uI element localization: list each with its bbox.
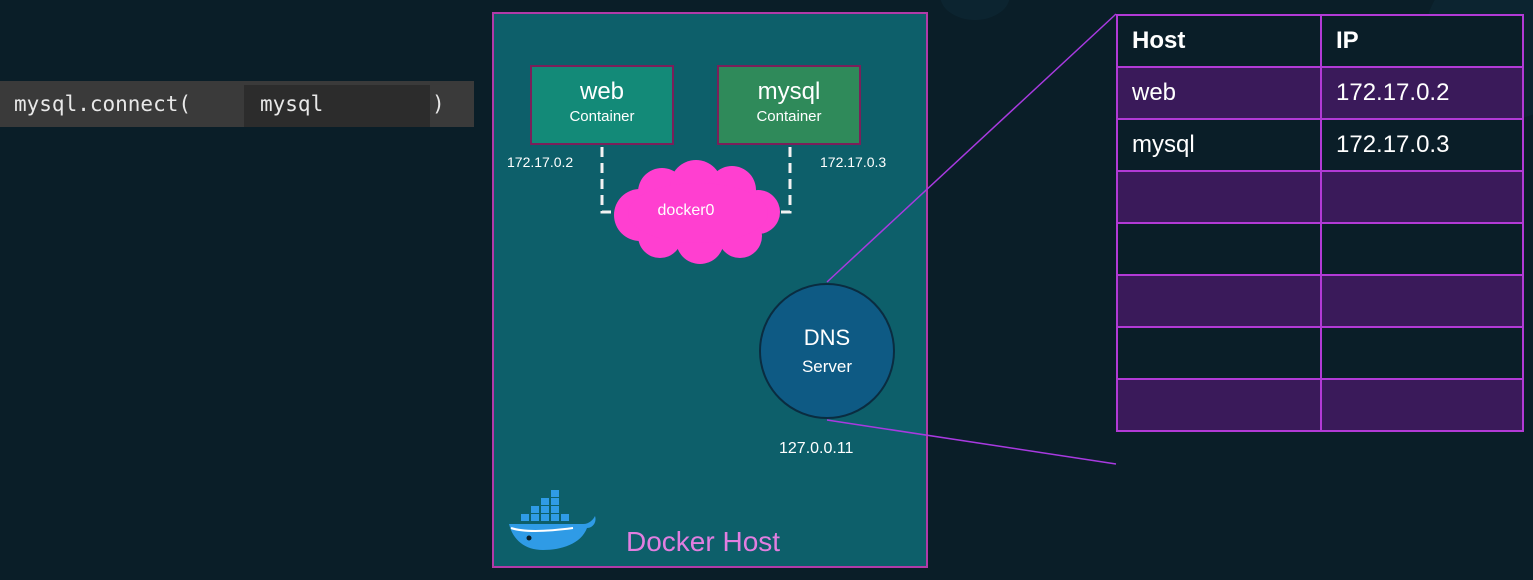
table-cell-ip [1320,378,1524,432]
table-row: mysql 172.17.0.3 [1116,118,1524,172]
table-row: web 172.17.0.2 [1116,66,1524,120]
web-container: web Container [530,65,674,145]
table-cell-host [1116,326,1322,380]
table-cell-host [1116,170,1322,224]
table-row [1116,222,1524,276]
table-cell-host [1116,274,1322,328]
mysql-ip-label: 172.17.0.3 [820,154,887,170]
table-cell-ip [1320,222,1524,276]
dns-ip-label: 127.0.0.11 [779,440,854,457]
code-argument: mysql [260,92,324,116]
mysql-container: mysql Container [717,65,861,145]
table-header-host: Host [1116,14,1322,68]
web-ip-label: 172.17.0.2 [507,154,574,170]
code-suffix: ) [432,92,445,116]
container-type: Container [756,108,822,125]
code-prefix: mysql.connect( [14,92,192,116]
table-header-ip: IP [1320,14,1524,68]
docker-host-label: Docker Host [626,526,781,557]
docker0-cloud-shape [614,160,780,264]
docker-whale-icon [509,490,596,550]
table-cell-ip: 172.17.0.3 [1320,118,1524,172]
dns-subtitle: Server [801,357,853,376]
table-row [1116,378,1524,432]
table-cell-ip: 172.17.0.2 [1320,66,1524,120]
mysql-link-line [775,147,792,214]
table-cell-host: web [1116,66,1322,120]
container-name: mysql [757,78,821,105]
table-row [1116,274,1524,328]
table-row [1116,326,1524,380]
table-cell-ip [1320,170,1524,224]
container-type: Container [569,108,635,125]
table-cell-ip [1320,326,1524,380]
code-snippet: mysql.connect( mysql ) [0,81,474,127]
callout-line-bottom [826,419,1117,465]
table-cell-host: mysql [1116,118,1322,172]
background-circle [940,0,1010,20]
container-name: web [579,78,625,105]
table-cell-host [1116,378,1322,432]
table-cell-ip [1320,274,1524,328]
dns-title: DNS [803,325,851,350]
docker0-label: docker0 [657,202,715,219]
dns-table: Host IP web 172.17.0.2 mysql 172.17.0.3 [1116,14,1524,432]
dns-server: DNS Server [759,283,895,419]
table-row [1116,170,1524,224]
table-header-row: Host IP [1116,14,1524,68]
table-cell-host [1116,222,1322,276]
code-argument-box: mysql [244,85,430,127]
callout-line-top [826,13,1117,283]
